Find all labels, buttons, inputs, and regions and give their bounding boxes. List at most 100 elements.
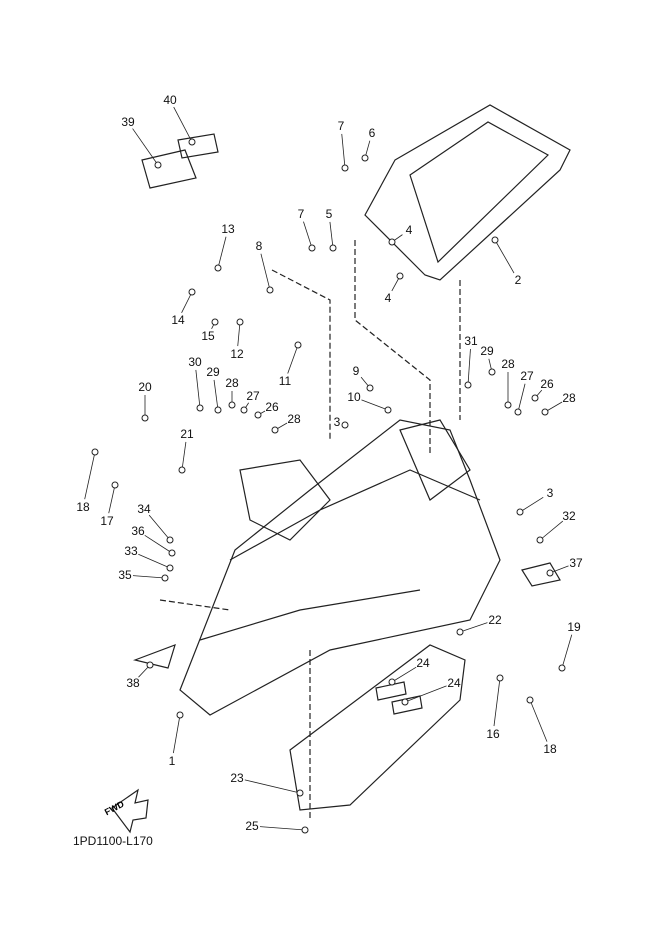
part-20-shape <box>141 414 149 422</box>
callout-27[interactable]: 27 <box>520 369 534 383</box>
callout-30[interactable]: 30 <box>188 355 202 369</box>
main-frame-part <box>179 419 501 716</box>
callout-5[interactable]: 5 <box>325 207 333 221</box>
leader-line <box>467 348 471 386</box>
part-29-shape <box>488 368 496 376</box>
callout-28[interactable]: 28 <box>225 376 239 390</box>
part-9-shape <box>366 384 374 392</box>
callout-40[interactable]: 40 <box>163 93 177 107</box>
callout-31[interactable]: 31 <box>464 334 478 348</box>
callout-20[interactable]: 20 <box>138 380 152 394</box>
callout-24[interactable]: 24 <box>416 656 430 670</box>
part-32-shape <box>536 536 544 544</box>
leader-line <box>244 779 301 794</box>
leader-line <box>539 520 564 541</box>
leader-line <box>493 677 501 727</box>
leader-line <box>132 128 159 166</box>
part-23-shape <box>296 789 304 797</box>
leader-line <box>260 253 271 291</box>
leader-line <box>303 221 313 249</box>
callout-7[interactable]: 7 <box>337 119 345 133</box>
callout-27[interactable]: 27 <box>246 389 260 403</box>
part-3-shape <box>341 421 349 429</box>
callout-25[interactable]: 25 <box>245 819 259 833</box>
part-4-shape <box>396 272 404 280</box>
callout-14[interactable]: 14 <box>171 313 185 327</box>
part-19-shape <box>558 664 566 672</box>
callout-12[interactable]: 12 <box>230 347 244 361</box>
leader-line <box>195 369 201 409</box>
callout-29[interactable]: 29 <box>206 365 220 379</box>
callout-23[interactable]: 23 <box>230 771 244 785</box>
leader-line <box>173 106 193 143</box>
part-5-shape <box>329 244 337 252</box>
callout-15[interactable]: 15 <box>201 329 215 343</box>
callout-2[interactable]: 2 <box>514 273 522 287</box>
callout-28[interactable]: 28 <box>501 357 515 371</box>
part-7-shape <box>308 244 316 252</box>
leader-line <box>172 714 181 754</box>
leader-line <box>144 535 173 554</box>
callout-1[interactable]: 1 <box>168 754 176 768</box>
callout-33[interactable]: 33 <box>124 544 138 558</box>
callout-29[interactable]: 29 <box>480 344 494 358</box>
assembly-lines <box>159 240 461 820</box>
callout-38[interactable]: 38 <box>126 676 140 690</box>
part-14-shape <box>188 288 196 296</box>
part-30-shape <box>196 404 204 412</box>
part-7-shape <box>341 164 349 172</box>
callout-3[interactable]: 3 <box>333 415 341 429</box>
callout-22[interactable]: 22 <box>488 613 502 627</box>
part-8-shape <box>266 286 274 294</box>
part-40-shape <box>188 138 196 146</box>
part-22-shape <box>456 628 464 636</box>
callout-19[interactable]: 19 <box>567 620 581 634</box>
leader-line <box>329 221 334 249</box>
part-1-shape <box>176 711 184 719</box>
callout-21[interactable]: 21 <box>180 427 194 441</box>
callout-13[interactable]: 13 <box>221 222 235 236</box>
leader-line <box>259 826 306 831</box>
leader-line <box>341 133 346 169</box>
callout-3[interactable]: 3 <box>546 486 554 500</box>
leader-line <box>391 666 417 683</box>
callout-35[interactable]: 35 <box>118 568 132 582</box>
callout-18[interactable]: 18 <box>76 500 90 514</box>
callout-4[interactable]: 4 <box>384 291 392 305</box>
callout-6[interactable]: 6 <box>368 126 376 140</box>
callout-4[interactable]: 4 <box>405 223 413 237</box>
part-35-shape <box>161 574 169 582</box>
part-39-shape <box>154 161 162 169</box>
leader-line <box>237 321 241 347</box>
leader-line <box>404 685 447 703</box>
callout-28[interactable]: 28 <box>562 391 576 405</box>
part-13-shape <box>214 264 222 272</box>
callout-32[interactable]: 32 <box>562 509 576 523</box>
callout-39[interactable]: 39 <box>121 115 135 129</box>
label-sheet-parts <box>141 133 219 189</box>
callout-36[interactable]: 36 <box>131 524 145 538</box>
callout-18[interactable]: 18 <box>543 742 557 756</box>
callout-9[interactable]: 9 <box>352 364 360 378</box>
callout-10[interactable]: 10 <box>347 390 361 404</box>
leader-line <box>361 399 389 411</box>
callout-34[interactable]: 34 <box>137 502 151 516</box>
callout-28[interactable]: 28 <box>287 412 301 426</box>
callout-26[interactable]: 26 <box>540 377 554 391</box>
leader-line <box>287 344 299 374</box>
callout-11[interactable]: 11 <box>278 374 292 388</box>
leader-line <box>517 383 526 413</box>
part-28-shape <box>541 408 549 416</box>
callout-17[interactable]: 17 <box>100 514 114 528</box>
callout-7[interactable]: 7 <box>297 207 305 221</box>
part-18-shape <box>526 696 534 704</box>
part-24-shape <box>401 698 409 706</box>
callout-24[interactable]: 24 <box>447 676 461 690</box>
callout-16[interactable]: 16 <box>486 727 500 741</box>
callout-8[interactable]: 8 <box>255 239 263 253</box>
callout-37[interactable]: 37 <box>569 556 583 570</box>
callout-26[interactable]: 26 <box>265 400 279 414</box>
part-38-shape <box>146 661 154 669</box>
part-37-shape <box>546 569 554 577</box>
